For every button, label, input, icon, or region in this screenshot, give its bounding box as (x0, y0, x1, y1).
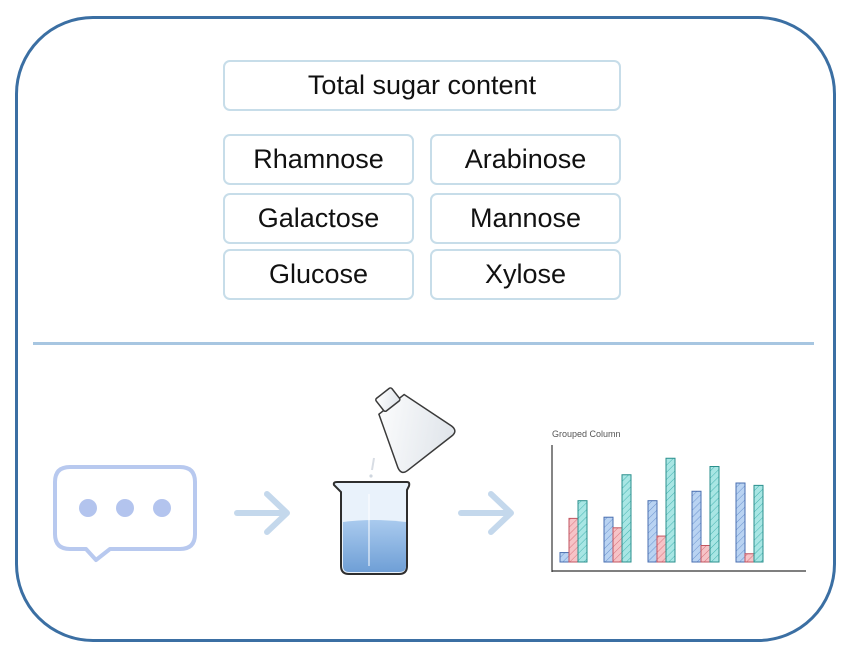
chart-bar-s1-c5 (735, 482, 746, 563)
chart-bar-s3-c1 (577, 500, 588, 563)
chat-bubble-icon (53, 465, 197, 562)
sugar-label: Galactose (257, 203, 380, 233)
grouped-column-chart: Grouped Column (551, 429, 806, 572)
sugar-label: Mannose (469, 203, 582, 233)
chart-bar-s1-c3 (647, 500, 658, 563)
chart-bar-s3-c3 (665, 457, 676, 563)
chart-bar-s2-c2 (612, 527, 623, 563)
sugar-box-xylose: Xylose (430, 249, 621, 300)
chart-bar-s3-c4 (709, 466, 720, 563)
chart-bar-s1-c2 (603, 516, 614, 563)
sugar-label: Rhamnose (253, 144, 384, 174)
arrow-right-icon (234, 491, 290, 535)
sugar-label: Arabinose (464, 144, 587, 174)
sugar-box-galactose: Galactose (223, 193, 414, 244)
chart-bar-s2-c1 (568, 517, 579, 563)
chart-bar-s2-c3 (656, 535, 667, 563)
sugar-label: Xylose (484, 259, 567, 289)
sugar-box-glucose: Glucose (223, 249, 414, 300)
sugar-box-rhamnose: Rhamnose (223, 134, 414, 185)
chart-bar-s2-c4 (700, 544, 711, 563)
chart-bar-s3-c2 (621, 474, 632, 563)
chart-bar-s2-c5 (744, 553, 755, 563)
sugar-label: Glucose (268, 259, 369, 289)
sugar-box-mannose: Mannose (430, 193, 621, 244)
chart-bar-s1-c1 (559, 552, 570, 563)
arrow-right-icon (458, 491, 514, 535)
chart-title: Grouped Column (552, 429, 621, 439)
section-divider (33, 342, 814, 345)
outer-frame (15, 16, 836, 642)
total-sugar-label: Total sugar content (307, 70, 537, 100)
chart-bar-s3-c5 (753, 484, 764, 563)
total-sugar-box: Total sugar content (223, 60, 621, 111)
chart-bar-s1-c4 (691, 490, 702, 563)
sugar-box-arabinose: Arabinose (430, 134, 621, 185)
beaker-pouring-icon (332, 387, 456, 575)
